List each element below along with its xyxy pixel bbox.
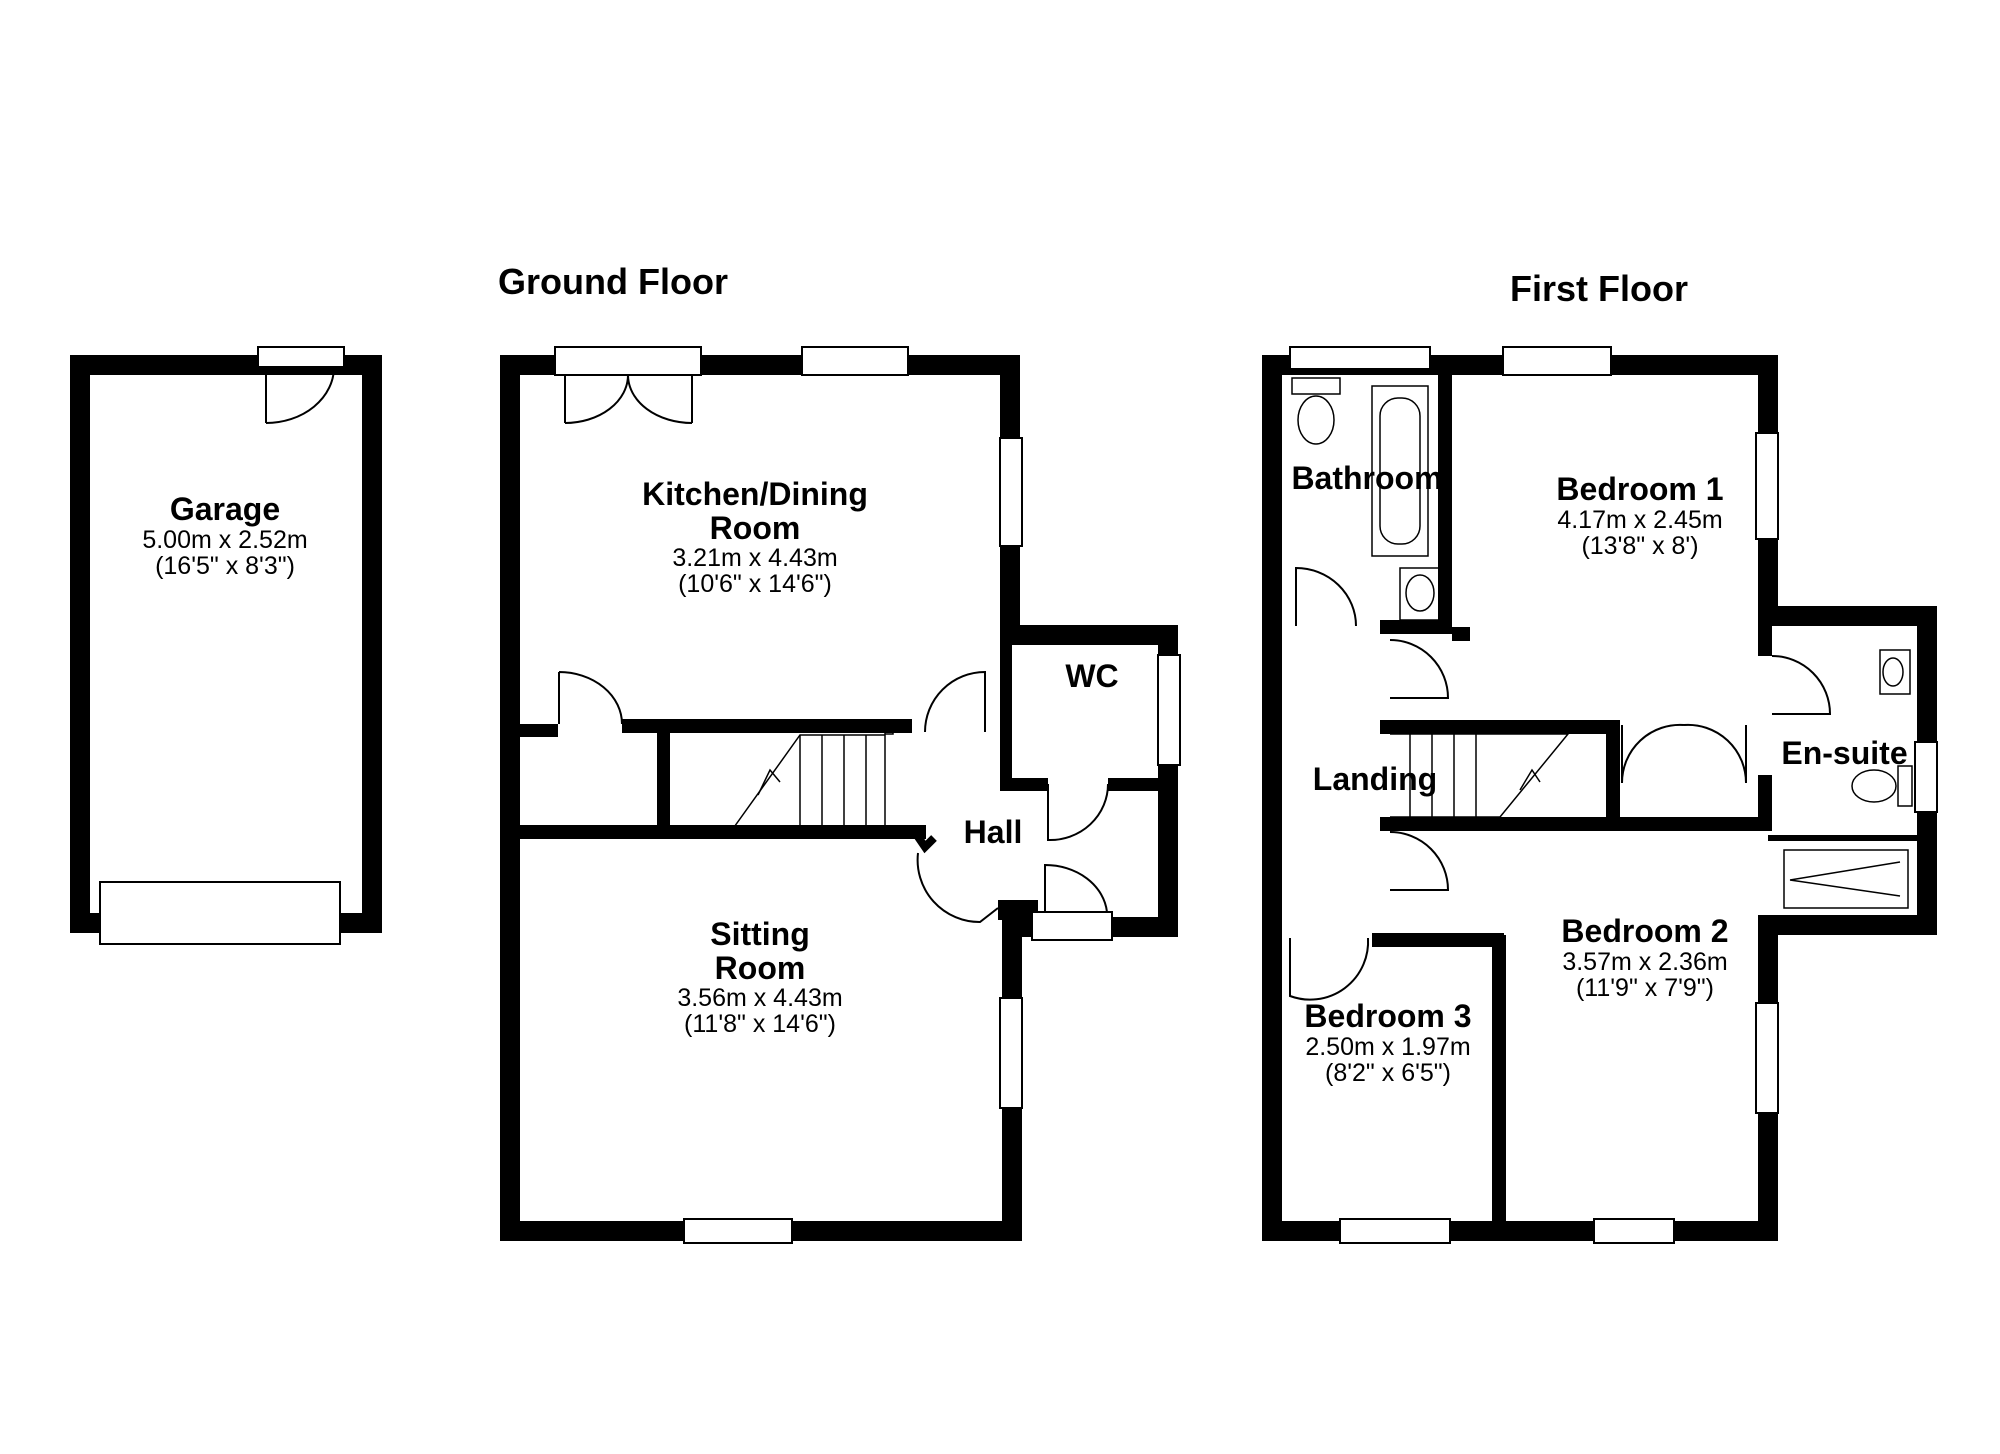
wc-label: WC: [1065, 658, 1119, 694]
garage-dimensions-metric: 5.00m x 2.52m: [142, 525, 308, 554]
wall-hall-lower: [998, 900, 1038, 920]
bedroom3-label: Bedroom 3 2.50m x 1.97m (8'2" x 6'5"): [1288, 998, 1488, 1087]
ground-floor-stairs: [731, 727, 894, 831]
window-kitchen-side: [999, 437, 1023, 547]
first-floor-stairs: [1390, 733, 1570, 818]
window-sitting-front: [683, 1218, 793, 1244]
bedroom2-door-swing: [1389, 831, 1450, 891]
kitchen-dimensions-metric: 3.21m x 4.43m: [672, 544, 838, 573]
bedroom3-name: Bedroom 3: [1304, 998, 1472, 1034]
wall-bedroom1-landing: [1452, 627, 1470, 641]
ensuite-toilet-bowl: [1851, 769, 1897, 803]
bedroom2-label: Bedroom 2 3.57m x 2.36m (11'9" x 7'9"): [1525, 913, 1765, 1002]
wall-kitchen-sitting: [520, 825, 926, 839]
first-floor-plan: [1262, 346, 1938, 1244]
landing-label: Landing: [1312, 761, 1438, 797]
bathroom-basin: [1399, 567, 1445, 621]
hall-inner-door-swing: [916, 852, 999, 924]
sitting-room-name: Sitting Room: [710, 916, 810, 986]
garage-walls: [70, 355, 382, 933]
window-bedroom1-side: [1755, 432, 1779, 540]
window-wc: [1157, 654, 1181, 766]
ensuite-shower-tray: [1783, 849, 1909, 909]
front-door-swing: [1044, 863, 1108, 913]
front-door-frame: [1031, 911, 1113, 941]
bedroom3-dimensions-metric: 2.50m x 1.97m: [1305, 1032, 1471, 1061]
wall-landing-bedroom2: [1380, 817, 1766, 831]
ground-floor-title: Ground Floor: [498, 261, 728, 302]
window-bedroom2-front: [1593, 1218, 1675, 1244]
bedroom3-dimensions-imperial: (8'2" x 6'5"): [1325, 1058, 1451, 1087]
hall-angled-wall: [908, 825, 937, 854]
bedroom2-name: Bedroom 2: [1561, 913, 1729, 949]
ensuite-door-swing: [1771, 655, 1832, 715]
window-kitchen-rear: [801, 346, 909, 376]
wall-hall-wc-bottom: [1000, 778, 1048, 791]
wall-store-divider: [657, 731, 670, 827]
garage-dimensions-imperial: (16'5" x 8'3"): [155, 551, 295, 580]
wall-store-top-right: [622, 719, 912, 733]
wall-ensuite-bath: [1768, 835, 1918, 841]
sitting-room-dimensions-metric: 3.56m x 4.43m: [677, 984, 843, 1013]
kitchen-name: Kitchen/Dining Room: [642, 476, 868, 546]
wall-ensuite-left-lower: [1758, 775, 1772, 831]
garage-rear-door-swing: [265, 366, 336, 424]
bath-tub: [1371, 385, 1429, 557]
wall-landing-stair-top: [1380, 720, 1608, 734]
wall-bathroom-bottom: [1380, 620, 1452, 634]
bathroom-label: Bathroom: [1291, 460, 1443, 496]
bedroom2-dimensions-metric: 3.57m x 2.36m: [1562, 947, 1728, 976]
wall-bathroom-bedroom1: [1438, 375, 1452, 623]
ensuite-fixtures: [1783, 649, 1913, 909]
window-bathroom: [1289, 346, 1431, 370]
window-sitting-side: [999, 997, 1023, 1109]
garage-door: [99, 881, 341, 945]
ensuite-label: En-suite: [1781, 735, 1908, 771]
bathroom-toilet-bowl: [1297, 395, 1335, 445]
window-bedroom3-front: [1339, 1218, 1451, 1244]
store-door-swing: [558, 671, 623, 725]
ground-floor-plan: [500, 346, 1181, 1244]
garage-plan: [70, 346, 382, 945]
kitchen-label: Kitchen/Dining Room 3.21m x 4.43m (10'6"…: [615, 476, 895, 599]
wall-bedroom1-cupboard: [1606, 720, 1620, 818]
wardrobe-doors-swing: [1620, 723, 1748, 784]
window-bedroom1-rear: [1502, 346, 1612, 376]
bedroom1-label: Bedroom 1 4.17m x 2.45m (13'8" x 8'): [1525, 471, 1755, 560]
wall-bedroom3-bedroom2: [1492, 935, 1506, 1221]
sitting-room-dimensions-imperial: (11'8" x 14'6"): [684, 1010, 836, 1039]
ensuite-basin: [1879, 649, 1911, 695]
wc-door-swing: [1047, 783, 1109, 842]
wall-store-top-left: [520, 724, 558, 737]
bedroom2-dimensions-imperial: (11'9" x 7'9"): [1575, 973, 1714, 1002]
garage-label: Garage 5.00m x 2.52m (16'5" x 8'3"): [105, 491, 345, 580]
wall-ensuite-left: [1758, 626, 1772, 656]
kitchen-hall-door-swing: [924, 670, 986, 733]
window-ensuite: [1914, 741, 1938, 813]
window-bedroom2-side: [1755, 1002, 1779, 1114]
hall-label: Hall: [963, 814, 1023, 850]
bedroom3-door-swing: [1289, 937, 1370, 1001]
sitting-room-label: Sitting Room 3.56m x 4.43m (11'8" x 14'6…: [640, 916, 880, 1039]
bathroom-fixtures: [1291, 377, 1445, 621]
wall-bedroom3-top: [1372, 933, 1504, 947]
bathroom-toilet-cistern: [1291, 377, 1341, 395]
ensuite-toilet-cistern: [1897, 765, 1913, 807]
french-doors-swing: [564, 374, 693, 424]
kitchen-dimensions-imperial: (10'6" x 14'6"): [678, 570, 832, 599]
garage-rear-door-frame: [257, 346, 345, 368]
wall-hall-wc-bottom-right: [1108, 778, 1168, 791]
bathroom-door-swing: [1295, 566, 1357, 627]
wall-hall-wc-left: [1000, 630, 1012, 790]
french-doors-frame: [554, 346, 702, 376]
garage-name: Garage: [169, 491, 281, 527]
bedroom1-dimensions-imperial: (13'8" x 8'): [1581, 531, 1699, 560]
bedroom1-name: Bedroom 1: [1556, 471, 1724, 507]
first-floor-title: First Floor: [1510, 268, 1688, 309]
bedroom1-dimensions-metric: 4.17m x 2.45m: [1557, 505, 1723, 534]
bedroom1-door-swing: [1389, 639, 1450, 699]
